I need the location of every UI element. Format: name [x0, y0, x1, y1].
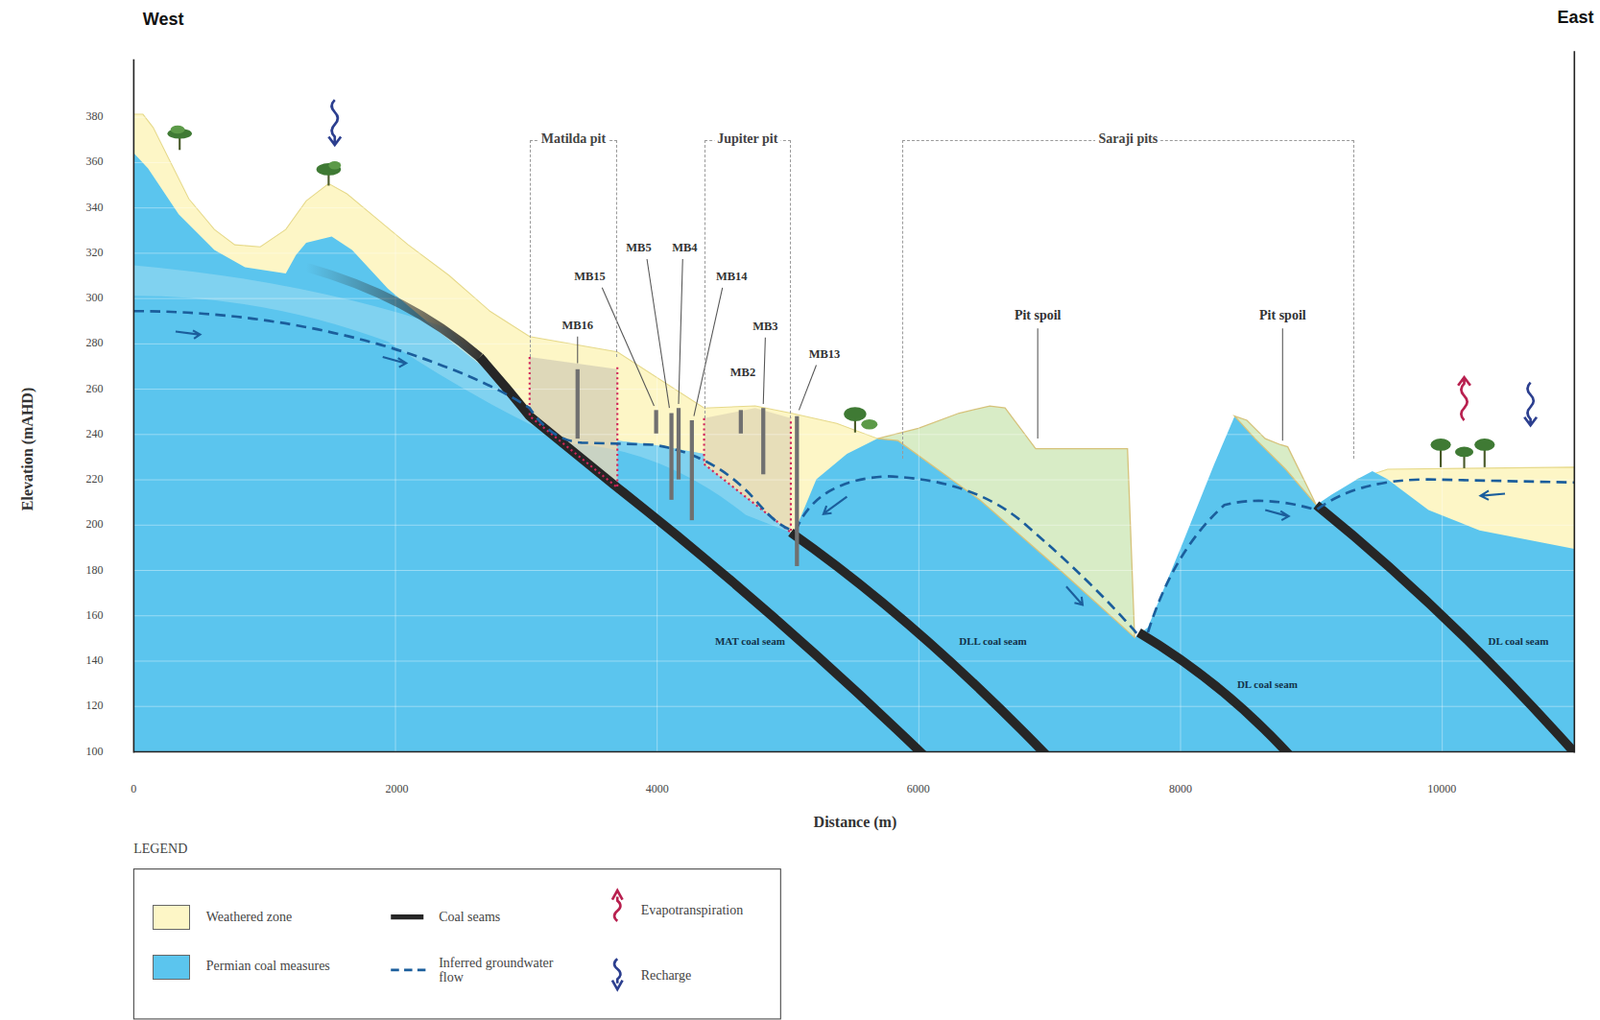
pit-box: Saraji pits	[902, 140, 1355, 460]
grid-line	[133, 252, 1575, 254]
grid-line	[133, 117, 1575, 119]
tick-label: 360	[85, 156, 103, 169]
legend-text: Coal seams	[438, 909, 501, 925]
bore-label: MB2	[730, 366, 756, 381]
bore-label: MB14	[716, 270, 748, 285]
grid-line	[133, 570, 1575, 572]
leader-line	[577, 259, 1284, 441]
coal-seam	[1138, 632, 1294, 752]
grid-line	[133, 343, 1575, 345]
bore	[575, 369, 800, 567]
pit-heading: Matilda pit	[538, 131, 609, 147]
tick-label: 320	[85, 246, 103, 260]
grid-line	[133, 615, 1575, 617]
axis-title: Elevation (mAHD)	[19, 387, 37, 511]
pit-heading: Saraji pits	[1095, 131, 1161, 147]
coal-seam	[1315, 504, 1575, 752]
tick-label: 0	[130, 783, 137, 796]
pit-spoil	[1234, 416, 1316, 505]
pit-box: Matilda pit	[529, 140, 618, 358]
bore-label: MB16	[561, 319, 594, 334]
tick-label: 8000	[1169, 783, 1193, 796]
seam-label: DLL coal seam	[958, 635, 1027, 647]
recharge-symbol	[328, 99, 1537, 426]
groundwater-flow	[133, 310, 1138, 635]
grid-line	[133, 479, 1575, 481]
grid-line	[133, 751, 1575, 753]
grid-line	[1441, 50, 1443, 752]
tick-label: 280	[85, 337, 103, 351]
seam-label: DL coal seam	[1487, 635, 1549, 647]
legend-text: Weathered zone	[206, 909, 292, 925]
tick-label: 6000	[907, 783, 931, 796]
tick-label: 100	[85, 745, 103, 759]
grid-line	[133, 706, 1575, 708]
direction-label: East	[1557, 8, 1595, 28]
bore-label: MB13	[809, 348, 841, 362]
tick-label: 120	[85, 700, 103, 714]
seam-label: DL coal seam	[1237, 678, 1298, 691]
axis	[133, 50, 1575, 753]
grid-line	[1179, 50, 1181, 752]
grid-line	[133, 207, 1575, 209]
legend-swatch	[152, 955, 190, 980]
tree	[167, 125, 1495, 469]
flow-arrow	[175, 330, 1505, 605]
grid-line	[133, 525, 1575, 526]
axis-title: Distance (m)	[813, 813, 898, 832]
tick-label: 180	[85, 564, 103, 577]
tick-label: 10000	[1427, 783, 1457, 796]
legend-frame	[133, 869, 781, 1020]
bore-label: MB15	[573, 270, 606, 285]
groundwater-flow	[1147, 479, 1575, 633]
grid-line	[918, 50, 920, 752]
tick-label: 2000	[385, 783, 409, 796]
tick-label: 160	[85, 609, 103, 622]
evapotranspiration-symbol	[1457, 377, 1471, 421]
legend-text: Recharge	[641, 969, 693, 984]
pit-heading: Jupiter pit	[714, 131, 781, 147]
coal-seam	[790, 532, 1051, 753]
groundwater-shade	[133, 264, 791, 533]
bore-label: MB5	[625, 242, 651, 257]
grid-line	[133, 660, 1575, 662]
tick-label: 140	[85, 654, 103, 668]
grid-line	[133, 433, 1575, 435]
tick-label: 260	[85, 382, 103, 396]
seam-label: MAT coal seam	[715, 635, 786, 647]
grid-line	[395, 50, 397, 752]
grid-line	[656, 50, 658, 752]
legend-text: Permian coal measures	[206, 958, 331, 974]
tick-label: 220	[85, 474, 103, 487]
permian-coal-measures	[133, 152, 1575, 752]
spoil-label: Pit spoil	[1014, 308, 1062, 323]
grid-line	[133, 298, 1575, 300]
grid-line	[133, 388, 1575, 390]
pit-spoil	[877, 405, 1135, 638]
tick-label: 380	[85, 111, 103, 124]
legend-heading: LEGEND	[133, 841, 188, 857]
direction-label: West	[143, 10, 185, 30]
legend-swatch	[152, 905, 190, 931]
spoil-label: Pit spoil	[1259, 308, 1307, 323]
tick-label: 4000	[645, 783, 669, 796]
tick-label: 240	[85, 428, 103, 441]
tick-label: 300	[85, 292, 103, 306]
bore-label: MB3	[752, 320, 778, 335]
grid-line	[133, 162, 1575, 164]
legend-text: Evapotranspiration	[641, 904, 744, 919]
bore-label: MB4	[671, 242, 697, 257]
jupiter-pit-fill	[704, 407, 791, 533]
pit-box: Jupiter pit	[704, 140, 791, 419]
grid	[133, 50, 1575, 752]
legend-text: Inferred groundwater flow	[438, 955, 564, 986]
tick-label: 200	[85, 519, 103, 532]
coal-seam	[306, 267, 480, 359]
tick-label: 340	[85, 201, 103, 215]
